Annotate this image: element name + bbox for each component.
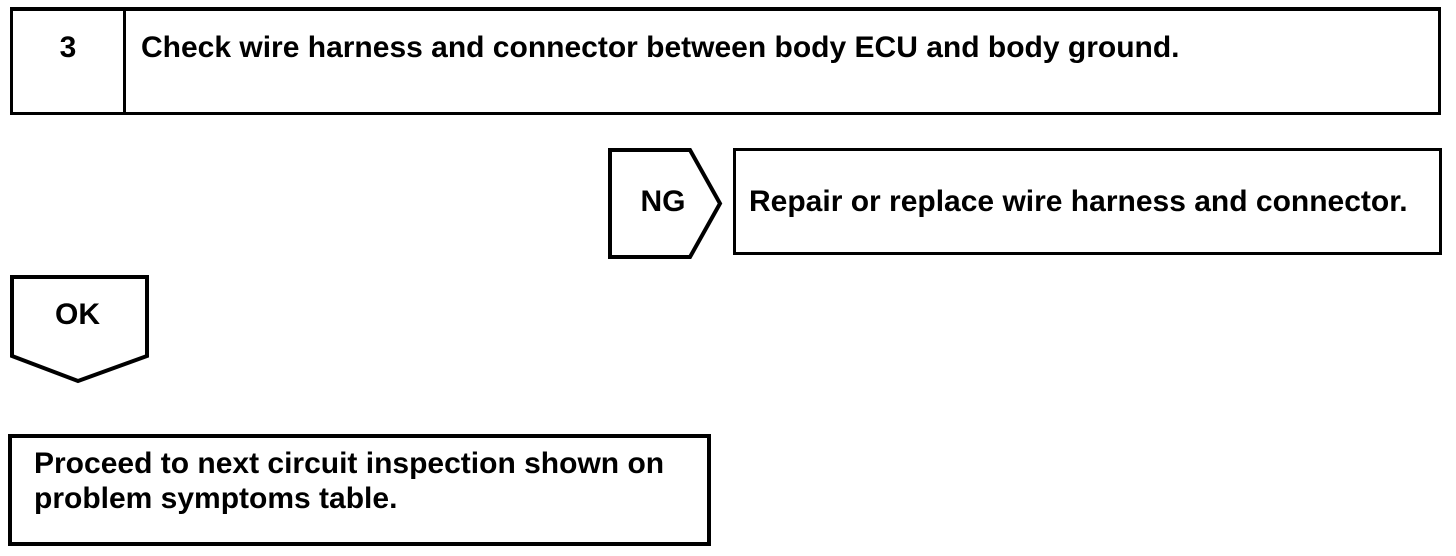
step-number: 3 — [13, 11, 126, 112]
ng-connector-shape — [608, 148, 723, 259]
ok-action-box: Proceed to next circuit inspection shown… — [8, 434, 711, 546]
ok-pentagon — [10, 275, 149, 384]
ng-label: NG — [640, 184, 686, 218]
step-instruction: Check wire harness and connector between… — [141, 31, 1180, 64]
ng-action-box: Repair or replace wire harness and conne… — [733, 148, 1442, 255]
ok-connector-shape — [10, 275, 149, 384]
ok-label: OK — [55, 298, 100, 331]
ng-pentagon — [608, 148, 723, 259]
step-box: 3 Check wire harness and connector betwe… — [10, 7, 1441, 115]
